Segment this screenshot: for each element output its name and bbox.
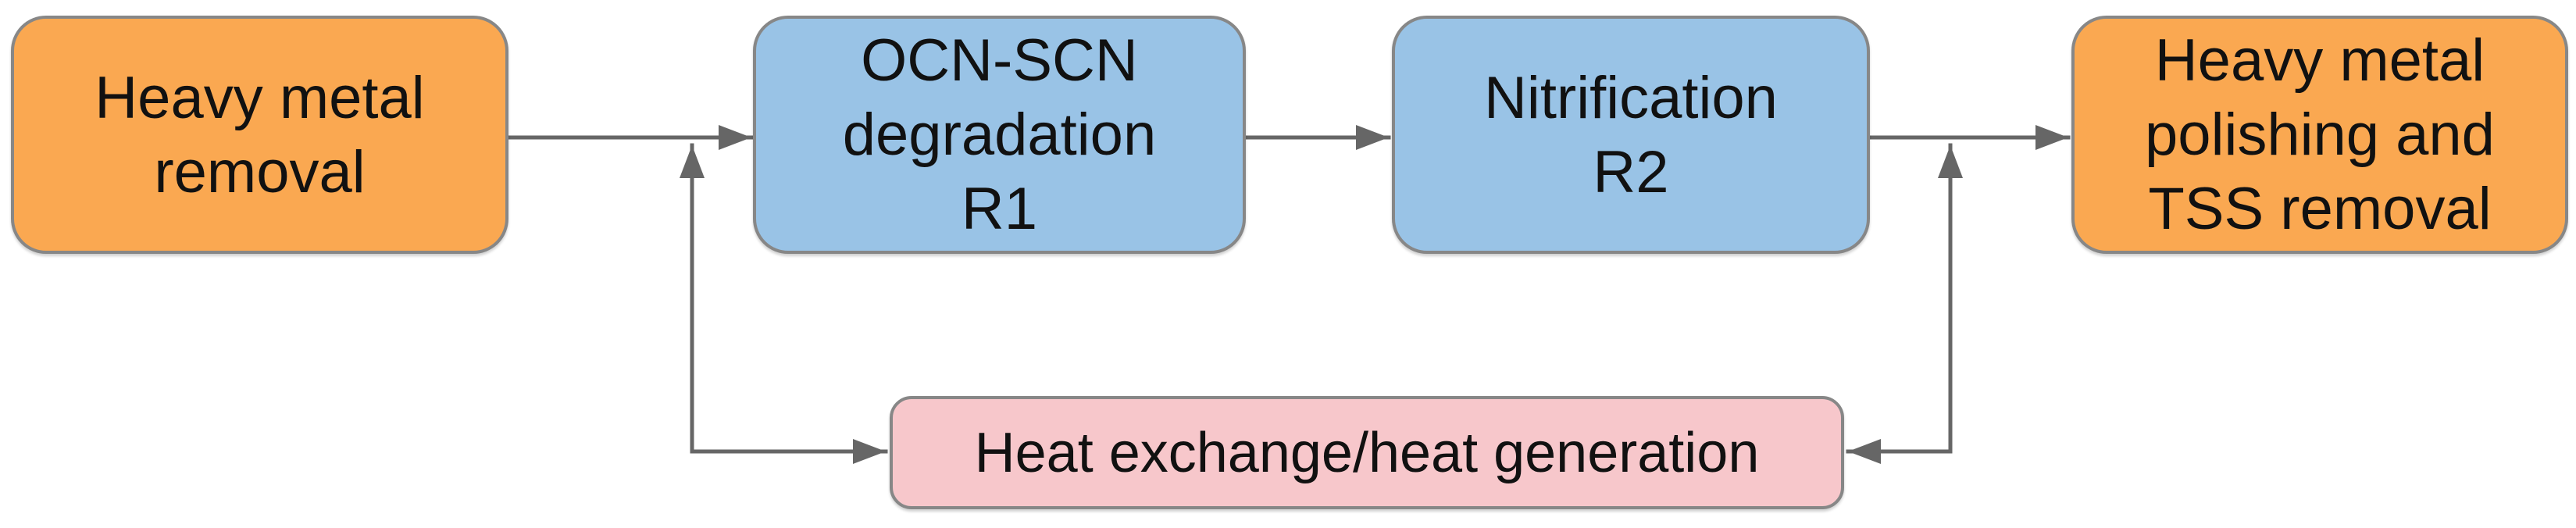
node-label: Nitrification R2: [1484, 64, 1778, 205]
node-ocn-scn-degradation-r1: OCN-SCN degradation R1: [753, 16, 1246, 254]
node-heat-exchange-heat-generation: Heat exchange/heat generation: [890, 396, 1844, 509]
node-label: Heavy metal removal: [95, 64, 425, 205]
node-label: OCN-SCN degradation R1: [842, 27, 1157, 242]
node-label: Heavy metal polishing and TSS removal: [2145, 27, 2495, 242]
node-nitrification-r2: Nitrification R2: [1392, 16, 1870, 254]
node-heavy-metal-removal: Heavy metal removal: [11, 16, 508, 254]
node-label: Heat exchange/heat generation: [974, 421, 1760, 484]
node-heavy-metal-polishing-tss-removal: Heavy metal polishing and TSS removal: [2071, 16, 2568, 254]
